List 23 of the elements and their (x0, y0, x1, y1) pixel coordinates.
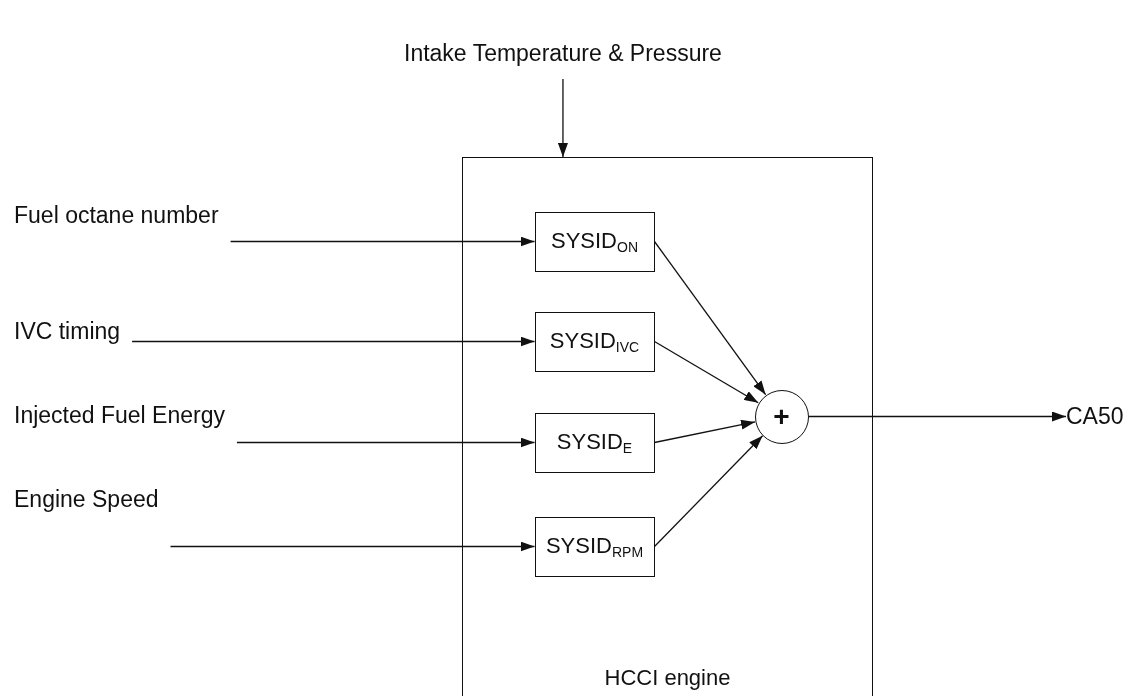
arrow (131, 336, 536, 347)
arrow (653, 419, 756, 444)
frame-label: HCCI engine (603, 665, 732, 691)
arrow (653, 340, 759, 404)
system-block: SYSID$_{ON}$ (534, 211, 655, 272)
arrow (557, 78, 568, 158)
signal-label: Intake Temperature & Pressure (404, 40, 722, 67)
arrow (229, 236, 536, 247)
arrow (807, 411, 1067, 422)
signal-label: Engine Speed (14, 486, 159, 562)
arrow (653, 240, 767, 396)
signal-label: Injected Fuel Energy (14, 402, 225, 458)
summing-junction: + (754, 389, 809, 444)
system-block: SYSID$_{E}$ (534, 412, 655, 473)
signal-label: IVC timing (14, 318, 121, 358)
signal-label: Fuel octane number (14, 202, 219, 258)
arrow (653, 435, 764, 548)
arrow (169, 541, 536, 552)
system-frame (462, 157, 873, 696)
arrow (236, 437, 536, 448)
system-block: SYSID$_{RPM}$ (534, 516, 655, 577)
signal-label: CA50 (1066, 403, 1124, 430)
system-block: SYSID$_{IVC}$ (534, 311, 655, 372)
